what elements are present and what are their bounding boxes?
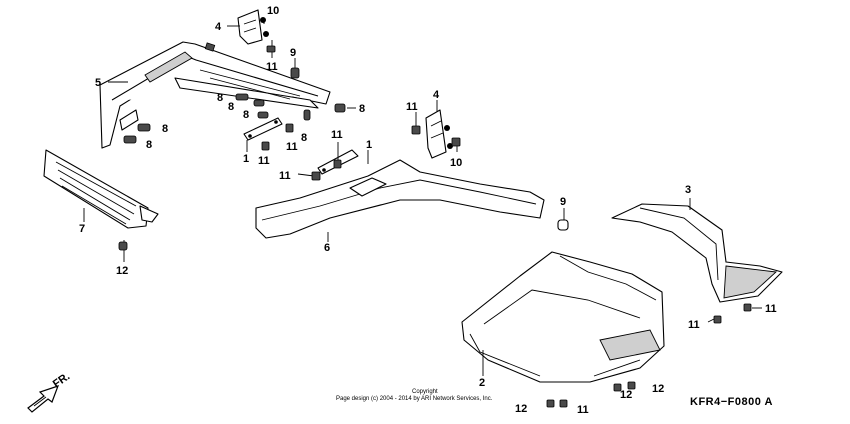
callout-12: 12 bbox=[116, 265, 128, 277]
callout-7: 7 bbox=[79, 223, 85, 235]
callout-8: 8 bbox=[301, 132, 307, 144]
callout-8: 8 bbox=[228, 101, 234, 113]
callout-12: 12 bbox=[515, 403, 527, 415]
callout-12: 12 bbox=[620, 389, 632, 401]
callout-11: 11 bbox=[331, 129, 343, 141]
copyright-line-2: Page design (c) 2004 - 2014 by ARI Netwo… bbox=[336, 396, 493, 402]
part-2-front-cowl bbox=[461, 251, 665, 383]
callout-10: 10 bbox=[450, 157, 462, 169]
callout-12: 12 bbox=[652, 383, 664, 395]
callout-11: 11 bbox=[286, 141, 298, 153]
clip-icon bbox=[235, 93, 249, 101]
part-7-grille bbox=[43, 149, 159, 229]
callout-11: 11 bbox=[688, 319, 700, 331]
callout-8: 8 bbox=[146, 139, 152, 151]
part-6-front-cover-strip bbox=[255, 159, 545, 239]
part-5-upper-cowl bbox=[99, 41, 331, 149]
bolt-icon bbox=[627, 381, 636, 390]
bolt-icon bbox=[743, 303, 752, 312]
part-1-bracket-left bbox=[243, 117, 283, 141]
callout-11: 11 bbox=[406, 101, 418, 113]
callout-9: 9 bbox=[290, 47, 296, 59]
callout-8: 8 bbox=[162, 123, 168, 135]
callout-8: 8 bbox=[217, 92, 223, 104]
part-4-bracket-top bbox=[237, 9, 269, 45]
callout-2: 2 bbox=[479, 377, 485, 389]
bolt-icon bbox=[411, 125, 421, 135]
screw-icon bbox=[118, 241, 128, 251]
callout-6: 6 bbox=[324, 242, 330, 254]
bolt-icon bbox=[613, 383, 622, 392]
bolt-icon bbox=[559, 399, 568, 408]
clip-icon bbox=[257, 111, 269, 119]
front-direction-arrow: FR. bbox=[27, 370, 72, 413]
callout-5: 5 bbox=[95, 77, 101, 89]
callout-4: 4 bbox=[215, 21, 222, 33]
callout-11: 11 bbox=[765, 303, 777, 315]
screw-icon bbox=[290, 67, 300, 79]
diagram-code: KFR4−F0800 A bbox=[690, 396, 773, 408]
bolt-icon bbox=[713, 315, 722, 324]
leader-lines bbox=[83, 18, 762, 376]
callout-labels: 10 4 9 11 5 8 8 8 8 8 8 8 1 11 11 11 1 1… bbox=[79, 5, 777, 416]
bolt-icon bbox=[451, 137, 461, 147]
callout-9: 9 bbox=[560, 196, 566, 208]
callout-4: 4 bbox=[433, 89, 440, 101]
clip-icon bbox=[123, 135, 137, 144]
bolt-icon bbox=[261, 141, 270, 151]
bolt-icon bbox=[266, 45, 276, 53]
bolt-icon bbox=[311, 171, 321, 181]
clip-icon bbox=[253, 99, 265, 107]
callout-1: 1 bbox=[243, 153, 249, 165]
callout-1: 1 bbox=[366, 139, 372, 151]
callout-11: 11 bbox=[258, 155, 270, 167]
screw-icon bbox=[557, 219, 569, 231]
callout-11: 11 bbox=[266, 61, 278, 73]
bolt-icon bbox=[546, 399, 555, 408]
callout-3: 3 bbox=[685, 184, 691, 196]
clip-icon bbox=[334, 103, 346, 113]
fasteners bbox=[118, 45, 752, 408]
clip-icon bbox=[137, 123, 151, 132]
bolt-icon bbox=[333, 159, 342, 169]
callout-8: 8 bbox=[243, 109, 249, 121]
callout-11: 11 bbox=[279, 170, 291, 182]
part-4-bracket-right bbox=[425, 109, 453, 159]
callout-10: 10 bbox=[267, 5, 279, 17]
callout-8: 8 bbox=[359, 103, 365, 115]
part-3-inner-panel bbox=[611, 203, 783, 303]
callout-11: 11 bbox=[577, 404, 589, 416]
bolt-icon bbox=[285, 123, 294, 133]
copyright-line-1: Copyright bbox=[412, 389, 438, 395]
clip-icon bbox=[303, 109, 311, 121]
